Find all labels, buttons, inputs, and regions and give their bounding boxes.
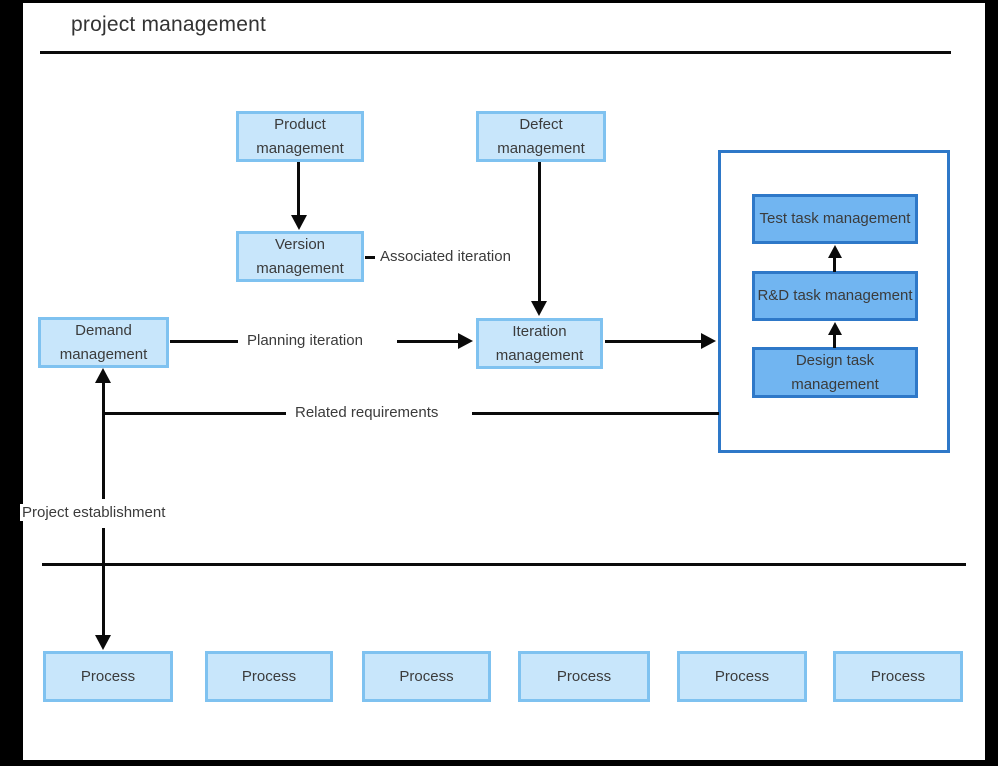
node-defect-management: Defect management [476,111,606,162]
arrowhead-down-icon [95,635,111,650]
node-process-6: Process [833,651,963,702]
arrowhead-up-icon [828,245,842,258]
edge-label-planning-iteration: Planning iteration [243,332,367,349]
node-version-management: Version management [236,231,364,282]
node-rnd-task-management: R&D task management [752,271,918,321]
edge-planning-iteration-line-left [170,340,238,343]
arrowhead-up-icon [828,322,842,335]
node-process-4: Process [518,651,650,702]
edge-label-associated-iteration: Associated iteration [376,248,515,265]
edge-label-project-establishment: Project establishment [20,504,168,521]
edge-product-to-version-line [297,162,300,216]
edge-associated-iteration-tick [365,256,375,259]
arrowhead-right-icon [701,333,716,349]
node-process-3: Process [362,651,491,702]
edge-project-establishment-line-lower [102,528,105,636]
node-iteration-management: Iteration management [476,318,603,369]
section-divider [42,563,966,566]
arrowhead-right-icon [458,333,473,349]
node-design-task-management: Design task management [752,347,918,398]
edge-rnd-to-test-line [833,256,836,272]
node-demand-management: Demand management [38,317,169,368]
arrowhead-up-icon [95,368,111,383]
edge-related-requirements-line-left [104,412,286,415]
node-product-management: Product management [236,111,364,162]
edge-project-establishment-line-upper [102,382,105,499]
arrowhead-down-icon [291,215,307,230]
node-process-1: Process [43,651,173,702]
page-title: project management [71,13,267,36]
node-test-task-management: Test task management [752,194,918,244]
edge-label-related-requirements: Related requirements [291,404,443,421]
edge-design-to-rnd-line [833,333,836,348]
edge-related-requirements-line-right [472,412,719,415]
edge-defect-to-iteration-line [538,162,541,302]
node-process-5: Process [677,651,807,702]
title-underline [40,51,951,54]
edge-planning-iteration-line-right [397,340,459,343]
arrowhead-down-icon [531,301,547,316]
edge-iteration-to-tasks-line [605,340,702,343]
node-process-2: Process [205,651,333,702]
